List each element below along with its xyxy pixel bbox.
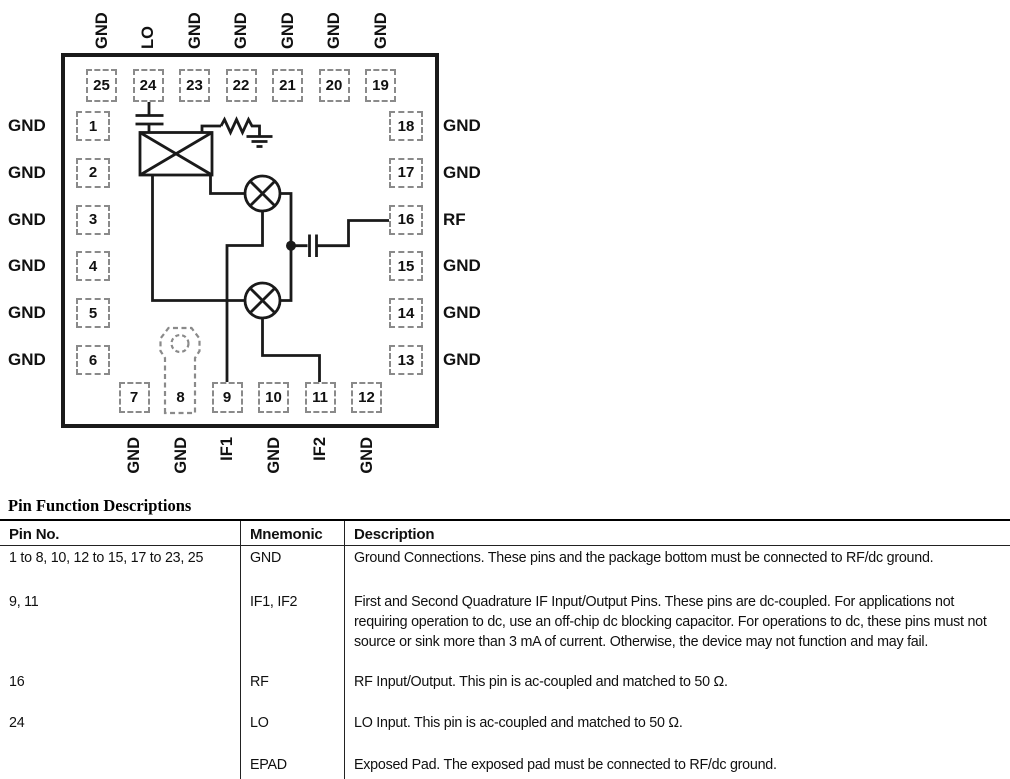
pin-box-15: 15 [389, 251, 423, 282]
pin-box-17: 17 [389, 157, 423, 188]
pin-box-5: 5 [76, 298, 110, 329]
pin-box-24: 24 [132, 69, 164, 102]
rf-output-wire [316, 219, 390, 248]
pin-box-12: 12 [351, 382, 382, 413]
junction-dot [286, 240, 296, 251]
pin-label-13: GND [443, 350, 481, 369]
cell-pin-no: 1 to 8, 10, 12 to 15, 17 to 23, 25 [9, 550, 204, 566]
chip-package-outline [61, 53, 439, 428]
pin-box-3: 3 [76, 204, 110, 235]
pin-label-10: GND [264, 437, 283, 474]
cell-mnemonic: EPAD [240, 753, 344, 779]
pin-box-8: 8 [176, 389, 185, 406]
pin-box-9: 9 [211, 382, 243, 413]
pin-label-11: IF2 [311, 437, 329, 461]
table-title: Pin Function Descriptions [8, 496, 192, 515]
pin-box-7: 7 [118, 382, 150, 413]
pin-label-5: GND [8, 303, 46, 323]
pin-label-1: GND [8, 116, 46, 135]
if1-wire [225, 211, 264, 383]
pin-function-table: Pin No. Mnemonic Description 1 to 8, 10,… [0, 519, 1010, 779]
header-description: Description [344, 521, 1010, 545]
pin-label-16: RF [443, 209, 466, 229]
pin-box-21: 21 [272, 69, 303, 102]
cell-description: First and Second Quadrature IF Input/Out… [344, 590, 1010, 670]
mixer2-input-wire [151, 175, 245, 302]
pin-box-19: 19 [365, 69, 396, 102]
epad-tab-hole-icon [170, 333, 190, 354]
pin-label-19: GND [371, 12, 390, 49]
pin-box-14: 14 [389, 298, 423, 329]
pin-box-23: 23 [179, 69, 210, 102]
table-header-row: Pin No. Mnemonic Description [0, 521, 1010, 546]
pin-label-15: GND [443, 256, 481, 276]
pin-label-4: GND [8, 256, 46, 276]
pin-label-24: LO [139, 26, 157, 49]
pin-box-13: 13 [389, 345, 423, 375]
if2-wire [261, 318, 321, 383]
mixer2-output-wire [280, 245, 293, 302]
resistor-icon [219, 116, 261, 136]
cell-pin-no: 24 [9, 715, 25, 731]
pin-box-18: 18 [389, 111, 423, 141]
internal-schematic [135, 102, 390, 415]
pin-label-17: GND [443, 162, 481, 182]
pin-label-3: GND [8, 209, 46, 229]
cell-pin-no: 9, 11 [9, 594, 39, 610]
cell-mnemonic: IF1, IF2 [240, 590, 344, 670]
pin-box-4: 4 [76, 251, 110, 282]
pin-label-14: GND [443, 303, 481, 323]
header-pin-no: Pin No. [9, 526, 60, 543]
cell-description: LO Input. This pin is ac-coupled and mat… [344, 711, 1010, 753]
pin-box-6: 6 [76, 345, 110, 375]
pin-box-11: 11 [304, 382, 336, 413]
pin-label-25: GND [92, 12, 111, 49]
cell-mnemonic: GND [240, 546, 344, 590]
pin-box-2: 2 [76, 157, 110, 188]
resistor-branch-wire [200, 124, 221, 133]
mixer1-output-wire [280, 192, 293, 246]
pin-label-7: GND [125, 437, 143, 474]
cell-pin-no: 16 [9, 674, 25, 690]
cell-description: RF Input/Output. This pin is ac-coupled … [344, 670, 1010, 711]
pin-box-16: 16 [389, 204, 423, 235]
mixer-1-icon [243, 174, 282, 213]
mixer1-input-wire [209, 175, 245, 195]
pin-label-2: GND [8, 162, 46, 182]
pin-label-6: GND [8, 350, 46, 369]
cell-mnemonic: RF [240, 670, 344, 711]
pin-label-21: GND [278, 12, 297, 49]
cell-description: Ground Connections. These pins and the p… [344, 546, 1010, 590]
pin-label-23: GND [185, 12, 204, 49]
epad-tab-outline [159, 326, 201, 415]
pin-box-10: 10 [258, 382, 289, 413]
pin-label-22: GND [232, 12, 250, 49]
cell-mnemonic: LO [240, 711, 344, 753]
cell-description: Exposed Pad. The exposed pad must be con… [344, 753, 1010, 779]
pin-label-9: IF1 [218, 437, 236, 461]
pin-box-1: 1 [76, 111, 110, 141]
pin-box-25: 25 [86, 69, 117, 102]
pin-box-20: 20 [318, 69, 350, 102]
pin-label-8: GND [171, 437, 190, 474]
ground-symbol-icon [246, 135, 273, 148]
cell-pin-no [0, 753, 240, 779]
pin-label-18: GND [443, 116, 481, 135]
pin-label-20: GND [325, 12, 343, 49]
lo-balun-icon [138, 131, 214, 177]
pin-label-12: GND [357, 437, 376, 474]
pin-box-22: 22 [225, 69, 257, 102]
header-mnemonic: Mnemonic [240, 521, 344, 545]
